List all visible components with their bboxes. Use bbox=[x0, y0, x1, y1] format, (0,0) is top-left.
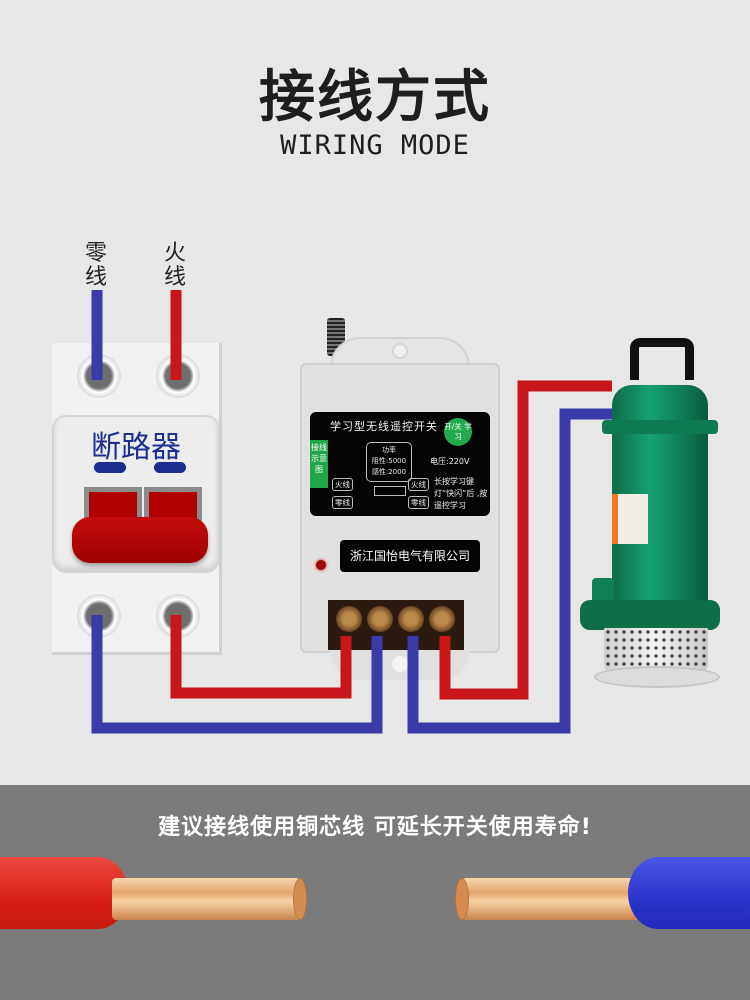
copper-wire-tip: 建议接线使用铜芯线 可延长开关使用寿命! bbox=[158, 815, 592, 840]
pump-handle bbox=[630, 338, 694, 380]
power-rating-box: 功率 阻性:5000 感性:2000 bbox=[366, 442, 412, 482]
neutral-switch-to-pump-wire bbox=[407, 408, 612, 734]
live-breaker-to-switch-wire bbox=[170, 615, 352, 699]
wiring-diagram-tab: 接线示意图 bbox=[310, 440, 328, 488]
pump-nameplate bbox=[612, 494, 648, 544]
breaker-indicator-left bbox=[94, 462, 126, 473]
label-left-neutral: 零线 bbox=[332, 496, 353, 509]
breaker-switch-left bbox=[84, 487, 142, 521]
device-label-panel: 学习型无线遥控开关 接线示意图 开/关 学习 功率 阻性:5000 感性:200… bbox=[310, 412, 490, 516]
pump-base bbox=[580, 600, 720, 630]
voltage-rating: 电压:220V bbox=[430, 457, 470, 466]
learn-instructions: 长按学习键 灯“快闪”后 ,按遥控学习 bbox=[434, 477, 488, 510]
company-name: 浙江国怡电气有限公司 bbox=[340, 540, 480, 572]
mount-hole-bottom bbox=[392, 656, 408, 672]
red-wire-copper-core bbox=[112, 878, 300, 920]
mount-hole-top bbox=[392, 343, 408, 359]
breaker-front-panel: 断路器 bbox=[52, 415, 220, 573]
neutral-wire-label: 零线 bbox=[84, 241, 107, 290]
status-led bbox=[316, 560, 326, 570]
label-left-live: 火线 bbox=[332, 478, 353, 491]
neutral-breaker-to-switch-wire bbox=[91, 615, 383, 734]
breaker-switch-right bbox=[144, 487, 202, 521]
blue-wire-copper-core bbox=[462, 878, 642, 920]
blue-wire-sheath bbox=[628, 857, 750, 929]
page-title: 接线方式 bbox=[259, 65, 491, 130]
wiring-lines bbox=[91, 290, 612, 734]
pump-foot-ring bbox=[594, 666, 720, 688]
copper-core-end-left bbox=[293, 878, 307, 920]
label-right-neutral: 零线 bbox=[408, 496, 429, 509]
breaker-indicator-right bbox=[154, 462, 186, 473]
terminal-diagram bbox=[374, 486, 406, 496]
terminal-screw-2 bbox=[367, 606, 393, 632]
red-wire-sheath bbox=[0, 857, 128, 929]
copper-core-end-right bbox=[455, 878, 469, 920]
power-title: 功率 bbox=[382, 446, 396, 454]
page-subtitle: WIRING MODE bbox=[280, 130, 470, 161]
terminal-screw-4 bbox=[429, 606, 455, 632]
power-resistive: 阻性:5000 bbox=[371, 457, 407, 465]
breaker-name: 断路器 bbox=[91, 430, 181, 465]
label-right-live: 火线 bbox=[408, 478, 429, 491]
live-wire-label: 火线 bbox=[163, 241, 186, 290]
live-switch-to-pump-wire bbox=[439, 380, 612, 700]
pump-collar bbox=[602, 420, 718, 434]
terminal-screw-1 bbox=[336, 606, 362, 632]
terminal-screw-3 bbox=[398, 606, 424, 632]
breaker-lever bbox=[72, 517, 208, 563]
learn-button: 开/关 学习 bbox=[444, 418, 472, 446]
device-panel-title: 学习型无线遥控开关 bbox=[330, 420, 438, 433]
power-inductive: 感性:2000 bbox=[371, 468, 407, 476]
